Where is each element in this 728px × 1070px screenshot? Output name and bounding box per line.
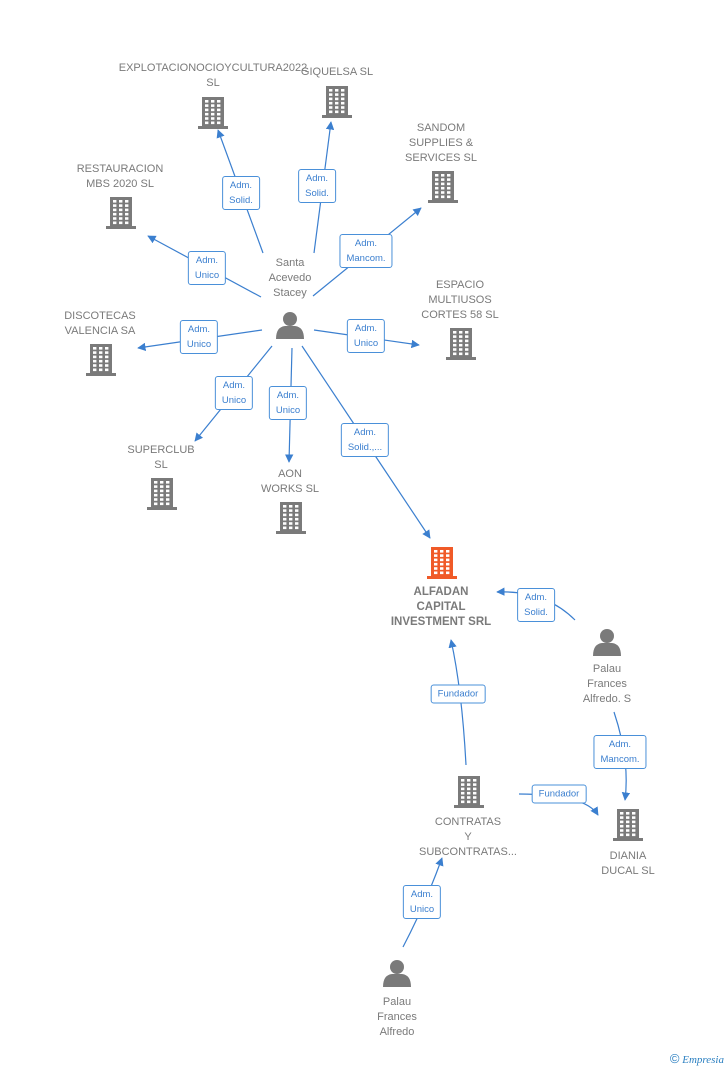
node-label-palau[interactable]: Palau Frances Alfredo xyxy=(377,996,417,1038)
edge-label-santa-to-alfadan[interactable]: Adm. Solid.,... xyxy=(340,423,390,457)
edge-label-santa-to-sandom[interactable]: Adm. Mancom. xyxy=(339,234,393,268)
building-icon-giquelsa[interactable] xyxy=(322,86,352,118)
node-label-superclub[interactable]: SUPERCLUB SL xyxy=(127,444,195,471)
edge-label-santa-to-superclub[interactable]: Adm. Unico xyxy=(214,376,254,410)
building-icon-contratas[interactable] xyxy=(454,776,484,808)
building-icon-aon[interactable] xyxy=(276,502,306,534)
edge-label-contratas-to-alfadan[interactable]: Fundador xyxy=(430,684,486,704)
node-label-santa[interactable]: Santa Acevedo Stacey xyxy=(268,257,312,299)
building-icon-alfadan[interactable] xyxy=(427,547,457,579)
edge-label-santa-to-discotecas[interactable]: Adm. Unico xyxy=(179,320,219,354)
node-label-aon[interactable]: AON WORKS SL xyxy=(260,468,320,495)
building-icon-espacio[interactable] xyxy=(446,328,476,360)
person-icon-palau[interactable] xyxy=(383,960,411,987)
node-label-sandom[interactable]: SANDOM SUPPLIES & SERVICES SL xyxy=(405,122,477,164)
node-label-alfadan[interactable]: ALFADAN CAPITAL INVESTMENT SRL xyxy=(390,586,492,628)
edge-label-palau_s-to-diania[interactable]: Adm. Mancom. xyxy=(593,735,647,769)
edge-label-santa-to-explot[interactable]: Adm. Solid. xyxy=(222,176,260,210)
edge-label-santa-to-espacio[interactable]: Adm. Unico xyxy=(346,319,386,353)
node-label-discotecas[interactable]: DISCOTECAS VALENCIA SA xyxy=(64,310,136,337)
node-label-diania[interactable]: DIANIA DUCAL SL xyxy=(601,850,655,877)
edge-label-palau_s-to-alfadan[interactable]: Adm. Solid. xyxy=(517,588,555,622)
watermark: © Empresia xyxy=(670,1051,724,1066)
watermark-brand: Empresia xyxy=(682,1054,724,1066)
building-icon-sandom[interactable] xyxy=(428,171,458,203)
node-label-restauracion[interactable]: RESTAURACION MBS 2020 SL xyxy=(76,163,164,190)
edge-label-santa-to-giquelsa[interactable]: Adm. Solid. xyxy=(298,169,336,203)
edge-label-palau-to-contratas[interactable]: Adm. Unico xyxy=(402,885,442,919)
node-label-palau_s[interactable]: Palau Frances Alfredo. S xyxy=(582,663,632,705)
building-icon-discotecas[interactable] xyxy=(86,344,116,376)
building-icon-restauracion[interactable] xyxy=(106,197,136,229)
building-icon-diania[interactable] xyxy=(613,809,643,841)
node-label-explot[interactable]: EXPLOTACIONOCIOYCULTURA2022 SL xyxy=(118,62,308,89)
edge-label-santa-to-aon[interactable]: Adm. Unico xyxy=(268,386,308,420)
copyright-symbol: © xyxy=(669,1051,680,1066)
edge-label-contratas-to-diania[interactable]: Fundador xyxy=(531,784,587,804)
edge-label-santa-to-restauracion[interactable]: Adm. Unico xyxy=(187,251,227,285)
node-label-contratas[interactable]: CONTRATAS Y SUBCONTRATAS... xyxy=(419,816,517,858)
person-icon-santa[interactable] xyxy=(276,312,304,339)
node-label-espacio[interactable]: ESPACIO MULTIUSOS CORTES 58 SL xyxy=(421,279,499,321)
building-icon-superclub[interactable] xyxy=(147,478,177,510)
node-label-giquelsa[interactable]: GIQUELSA SL xyxy=(300,66,374,78)
person-icon-palau_s[interactable] xyxy=(593,629,621,656)
building-icon-explot[interactable] xyxy=(198,97,228,129)
